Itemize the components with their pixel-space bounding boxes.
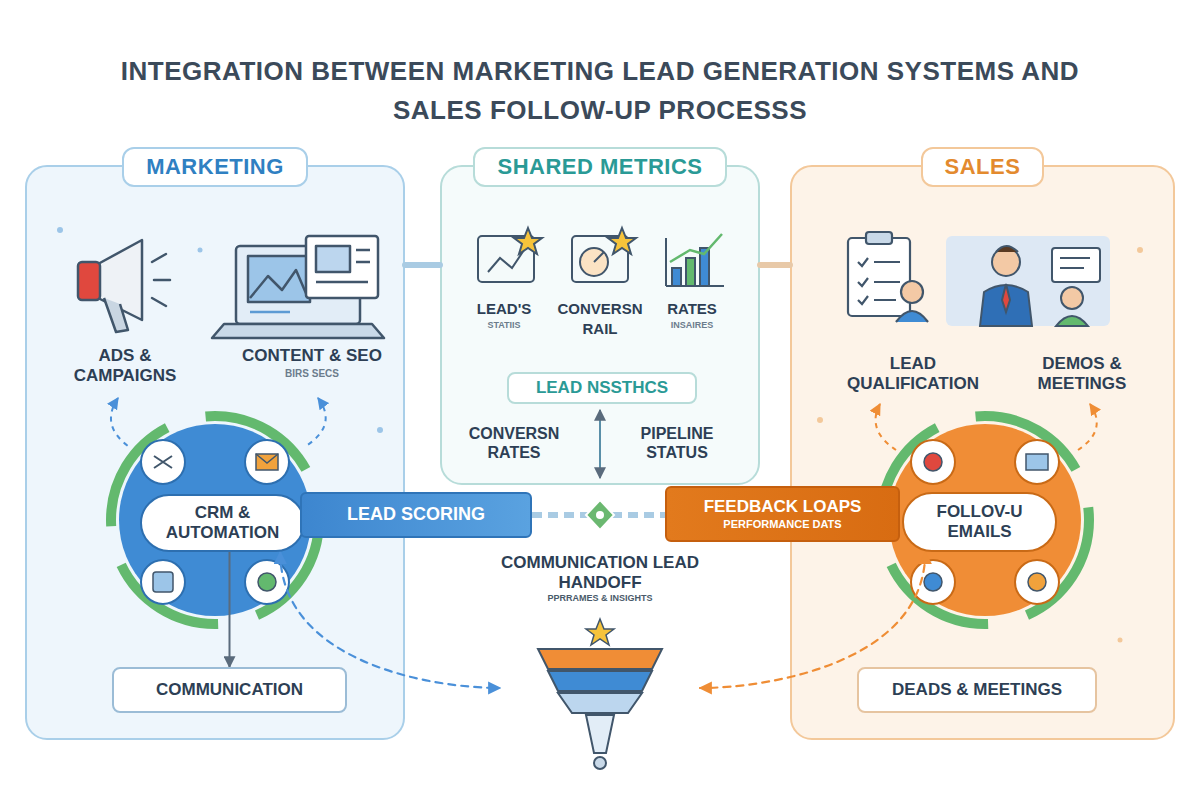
text-label: STATIIS bbox=[462, 320, 546, 331]
node-label: FOLLOV-U EMAILS bbox=[920, 502, 1040, 542]
text-label: CONVERSN RATES bbox=[452, 424, 576, 462]
text-label: RATES bbox=[650, 300, 734, 318]
handoff-funnel: COMMUNICATION LEAD HANDOFFPPRRAMES & INS… bbox=[500, 553, 700, 778]
node-label: CRM & AUTOMATION bbox=[158, 503, 288, 543]
text-label: CONVERSN bbox=[552, 300, 648, 318]
node-label: LEAD NSSTHCS bbox=[536, 378, 668, 398]
crm-pill: CRM & AUTOMATION bbox=[140, 494, 305, 552]
panel-heading: SHARED METRICS bbox=[473, 147, 726, 187]
text-label: LEAD QUALIFICATION bbox=[838, 354, 988, 395]
node-sublabel: PERFORMANCE DATS bbox=[723, 518, 841, 531]
text-label: BIRS SECS bbox=[262, 368, 362, 380]
node-sublabel: PPRRAMES & INSIGHTS bbox=[547, 593, 652, 604]
node-label: LEAD SCORING bbox=[347, 504, 485, 525]
meeting-illustration bbox=[946, 236, 1110, 326]
clipboard-icon bbox=[848, 232, 928, 322]
feedback-band: FEEDBACK LOAPSPERFORMANCE DATS bbox=[665, 486, 900, 542]
band-junction bbox=[532, 500, 665, 530]
process-box: COMMUNICATION bbox=[112, 667, 347, 713]
connector bbox=[229, 552, 231, 667]
node-label: DEADS & MEETINGS bbox=[892, 680, 1062, 700]
connector bbox=[405, 262, 440, 268]
text-label: PIPELINE STATUS bbox=[618, 424, 736, 462]
insights-box: LEAD NSSTHCS bbox=[507, 372, 697, 404]
node-label: COMMUNICATION LEAD HANDOFF bbox=[500, 553, 700, 593]
megaphone-icon bbox=[78, 240, 170, 332]
text-label: ADS & CAMPAIGNS bbox=[60, 346, 190, 387]
sales-hub-circle bbox=[881, 416, 1089, 624]
metric-icons bbox=[478, 228, 724, 286]
panel-heading: SALES bbox=[921, 147, 1045, 187]
follow-up-pill: FOLLOV-U EMAILS bbox=[902, 492, 1057, 552]
process-box: DEADS & MEETINGS bbox=[857, 667, 1097, 713]
text-label: CONTENT & SEO bbox=[222, 346, 402, 366]
connector bbox=[280, 552, 500, 688]
text-label: LEAD'S bbox=[462, 300, 546, 318]
lead-scoring-band: LEAD SCORING bbox=[300, 492, 532, 538]
diagram-title: INTEGRATION BETWEEN MARKETING LEAD GENER… bbox=[110, 52, 1090, 130]
text-label: RAIL bbox=[552, 320, 648, 338]
text-label: DEMOS & MEETINGS bbox=[1027, 354, 1137, 395]
laptop-icon bbox=[212, 236, 384, 338]
panel-heading: MARKETING bbox=[122, 147, 308, 187]
connector bbox=[760, 262, 790, 268]
node-label: COMMUNICATION bbox=[156, 680, 303, 700]
sparkle-dots bbox=[57, 227, 1143, 643]
node-label: FEEDBACK LOAPS bbox=[704, 497, 862, 517]
connector bbox=[700, 552, 925, 688]
metric-double-arrow bbox=[600, 410, 601, 478]
text-label: INSAIRES bbox=[650, 320, 734, 331]
